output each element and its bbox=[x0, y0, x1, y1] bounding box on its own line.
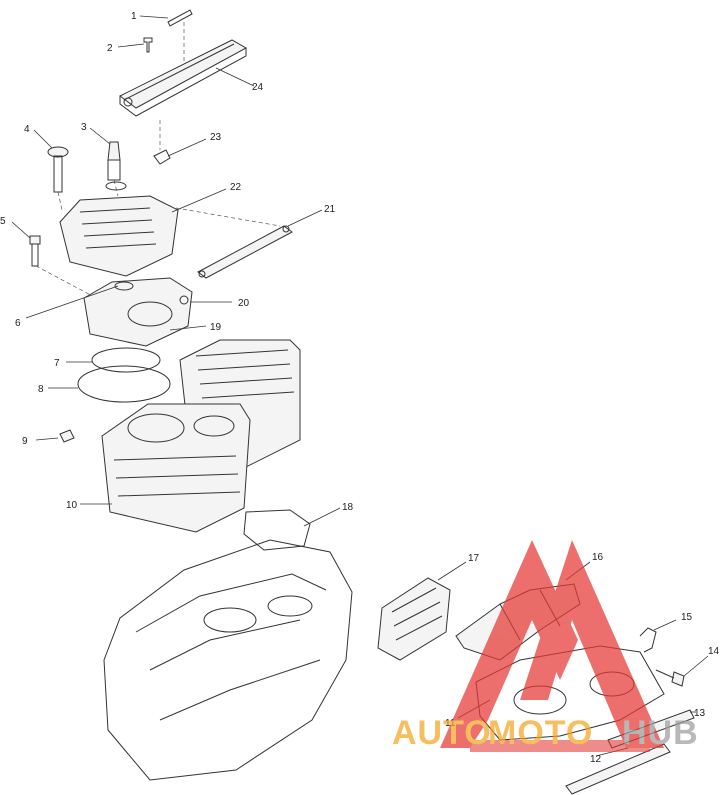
callout-8: 8 bbox=[38, 384, 44, 395]
callout-23: 23 bbox=[210, 132, 222, 143]
part-14-bolt bbox=[655, 655, 709, 687]
part-15-bracket bbox=[639, 619, 677, 653]
automotohub-watermark: AUTO MOTO HUB bbox=[392, 540, 699, 752]
watermark-hub-text: HUB bbox=[622, 714, 699, 752]
callout-7: 7 bbox=[54, 358, 60, 369]
callout-20: 20 bbox=[238, 298, 250, 309]
part-7-o-ring bbox=[66, 347, 161, 373]
callout-19: 19 bbox=[210, 322, 222, 333]
callout-10: 10 bbox=[66, 500, 78, 511]
watermark-bar-icon bbox=[470, 740, 650, 752]
callout-9: 9 bbox=[22, 436, 28, 447]
part-10-cylinder bbox=[80, 403, 251, 533]
watermark-moto-text: MOTO bbox=[488, 714, 593, 752]
part-1-stud bbox=[139, 9, 193, 70]
part-9-nut bbox=[35, 429, 75, 443]
part-4-bolt bbox=[33, 129, 69, 211]
callout-5: 5 bbox=[0, 216, 6, 227]
watermark-triangle-left-icon bbox=[440, 540, 578, 748]
callout-1: 1 bbox=[131, 11, 137, 22]
callout-16: 16 bbox=[592, 552, 604, 563]
callout-3: 3 bbox=[81, 122, 87, 133]
callout-14: 14 bbox=[708, 646, 720, 657]
callout-labels: 1 2 3 4 5 6 7 8 9 10 11 12 13 14 15 16 1… bbox=[0, 11, 720, 765]
part-23-clip bbox=[153, 120, 207, 165]
callout-18: 18 bbox=[342, 502, 354, 513]
callout-4: 4 bbox=[24, 124, 30, 135]
callout-15: 15 bbox=[681, 612, 693, 623]
callout-6: 6 bbox=[15, 318, 21, 329]
watermark-auto-text: AUTO bbox=[392, 714, 492, 752]
callout-2: 2 bbox=[107, 43, 113, 54]
part-3-spark-plug bbox=[89, 127, 121, 197]
callout-11: 11 bbox=[445, 718, 456, 729]
part-8-gasket-ring bbox=[48, 365, 171, 403]
callout-13: 13 bbox=[694, 708, 706, 719]
part-17-reed-valve bbox=[377, 561, 467, 661]
callout-22: 22 bbox=[230, 182, 242, 193]
callout-17: 17 bbox=[468, 553, 480, 564]
watermark-triangle-right-icon bbox=[520, 540, 664, 748]
part-20-cylinder-head bbox=[25, 277, 232, 347]
callout-24: 24 bbox=[252, 82, 264, 93]
part-22-head-cover bbox=[59, 181, 227, 277]
crankcase bbox=[103, 539, 353, 781]
part-18-base-gasket bbox=[243, 507, 341, 551]
part-24-rail bbox=[119, 39, 255, 117]
part-2-screw bbox=[117, 37, 153, 53]
callout-21: 21 bbox=[324, 204, 336, 215]
part-5-bolt bbox=[11, 221, 101, 301]
callout-12: 12 bbox=[590, 754, 602, 765]
part-21-strip bbox=[175, 207, 323, 279]
